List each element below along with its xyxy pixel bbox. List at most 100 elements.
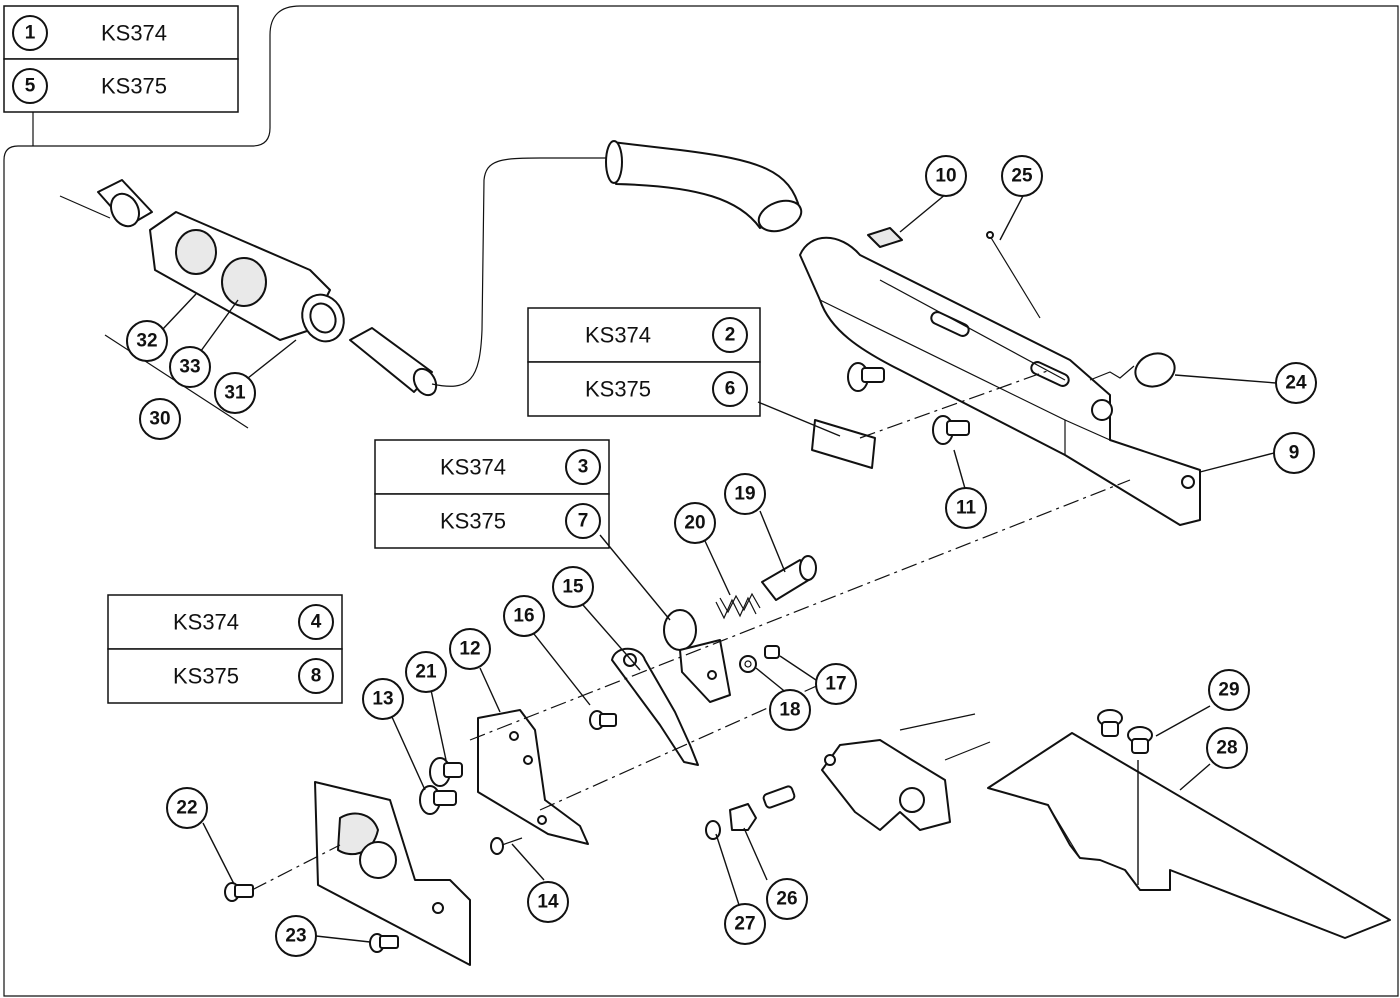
callout-4: 4 <box>298 604 334 640</box>
callout-22: 22 <box>166 787 208 829</box>
model-label: KS374 <box>585 323 651 348</box>
callout-27: 27 <box>724 903 766 945</box>
svg-text:31: 31 <box>224 383 246 404</box>
callout-6: 6 <box>712 371 748 407</box>
svg-text:5: 5 <box>25 76 36 97</box>
axis-line-main <box>469 479 1131 741</box>
callout-14: 14 <box>527 881 569 923</box>
screw-22 <box>224 882 254 902</box>
callout-24: 24 <box>1275 362 1317 404</box>
callout-17: 17 <box>815 663 857 705</box>
svg-text:7: 7 <box>578 511 589 532</box>
callout-19: 19 <box>724 473 766 515</box>
svg-text:2: 2 <box>725 325 736 346</box>
svg-text:18: 18 <box>779 700 800 721</box>
callout-2: 2 <box>712 317 748 353</box>
svg-text:10: 10 <box>935 166 956 187</box>
svg-text:8: 8 <box>311 666 322 687</box>
callout-10: 10 <box>925 155 967 197</box>
screw-11-upper <box>847 362 885 392</box>
crank-7 <box>663 609 731 703</box>
callout-29: 29 <box>1208 669 1250 711</box>
screw-13 <box>419 785 457 815</box>
screw-11-lower <box>932 415 970 445</box>
plate-28 <box>987 732 1391 939</box>
model-label: KS374 <box>101 21 167 46</box>
hose <box>349 157 610 397</box>
callout-20: 20 <box>674 502 716 544</box>
plate-12 <box>477 709 589 845</box>
svg-text:3: 3 <box>578 457 589 478</box>
callout-7: 7 <box>565 503 601 539</box>
model-table-4: KS374 KS375 <box>107 594 343 704</box>
callout-12: 12 <box>449 628 491 670</box>
setscrew-17 <box>764 645 780 659</box>
svg-text:14: 14 <box>537 892 559 913</box>
nut-18 <box>739 655 757 673</box>
model-label: KS375 <box>585 377 651 402</box>
screw-21 <box>429 757 463 787</box>
svg-text:24: 24 <box>1285 373 1307 394</box>
screw-29-a <box>1097 709 1123 737</box>
thread-trimmer-body <box>799 236 1201 526</box>
callout-30: 30 <box>139 398 181 440</box>
svg-text:15: 15 <box>562 577 584 598</box>
svg-text:22: 22 <box>176 798 197 819</box>
model-table-1: KS374 KS375 <box>3 5 239 113</box>
knife-holder <box>821 713 991 831</box>
svg-text:25: 25 <box>1011 166 1033 187</box>
pipe-elbow <box>605 140 803 233</box>
callout-16: 16 <box>503 595 545 637</box>
axis-line-top <box>859 369 1051 439</box>
callout-11: 11 <box>945 487 987 529</box>
callout-1: 1 <box>12 15 48 51</box>
screw-23 <box>369 933 399 953</box>
callout-26: 26 <box>766 878 808 920</box>
model-label: KS375 <box>101 74 167 99</box>
svg-text:11: 11 <box>956 498 977 519</box>
callout-5: 5 <box>12 68 48 104</box>
callout-13: 13 <box>362 678 404 720</box>
nut-26 <box>729 803 757 831</box>
callout-18: 18 <box>769 689 811 731</box>
svg-text:1: 1 <box>25 23 36 44</box>
model-label: KS375 <box>440 509 506 534</box>
svg-text:27: 27 <box>734 914 755 935</box>
svg-text:19: 19 <box>734 484 755 505</box>
svg-text:21: 21 <box>415 662 437 683</box>
svg-text:29: 29 <box>1218 680 1239 701</box>
screw-27 <box>705 820 721 840</box>
callout-21: 21 <box>405 651 447 693</box>
screw-16 <box>589 710 617 730</box>
model-label: KS375 <box>173 664 239 689</box>
svg-text:20: 20 <box>684 513 705 534</box>
spring-20 <box>715 592 761 620</box>
svg-text:26: 26 <box>776 889 797 910</box>
needle-25 <box>986 231 1041 319</box>
intake-pipe-left <box>59 179 153 228</box>
svg-text:4: 4 <box>311 612 322 633</box>
svg-text:13: 13 <box>372 689 393 710</box>
clip-10 <box>867 227 903 248</box>
svg-text:16: 16 <box>513 606 534 627</box>
leader-lines <box>161 193 1277 943</box>
callout-33: 33 <box>169 346 211 388</box>
stud <box>762 785 796 809</box>
svg-text:12: 12 <box>459 639 480 660</box>
svg-text:9: 9 <box>1289 443 1300 464</box>
callout-8: 8 <box>298 658 334 694</box>
callout-3: 3 <box>565 449 601 485</box>
screw-14 <box>490 837 523 855</box>
plate-4-8 <box>314 781 471 966</box>
model-label: KS374 <box>173 610 239 635</box>
cover-plate-6 <box>811 419 876 469</box>
callout-9: 9 <box>1273 432 1315 474</box>
svg-text:32: 32 <box>136 331 157 352</box>
callout-31: 31 <box>214 372 256 414</box>
callout-25: 25 <box>1001 155 1043 197</box>
suction-connector <box>149 211 345 343</box>
callout-32: 32 <box>126 320 168 362</box>
callout-28: 28 <box>1206 727 1248 769</box>
svg-text:30: 30 <box>149 409 170 430</box>
